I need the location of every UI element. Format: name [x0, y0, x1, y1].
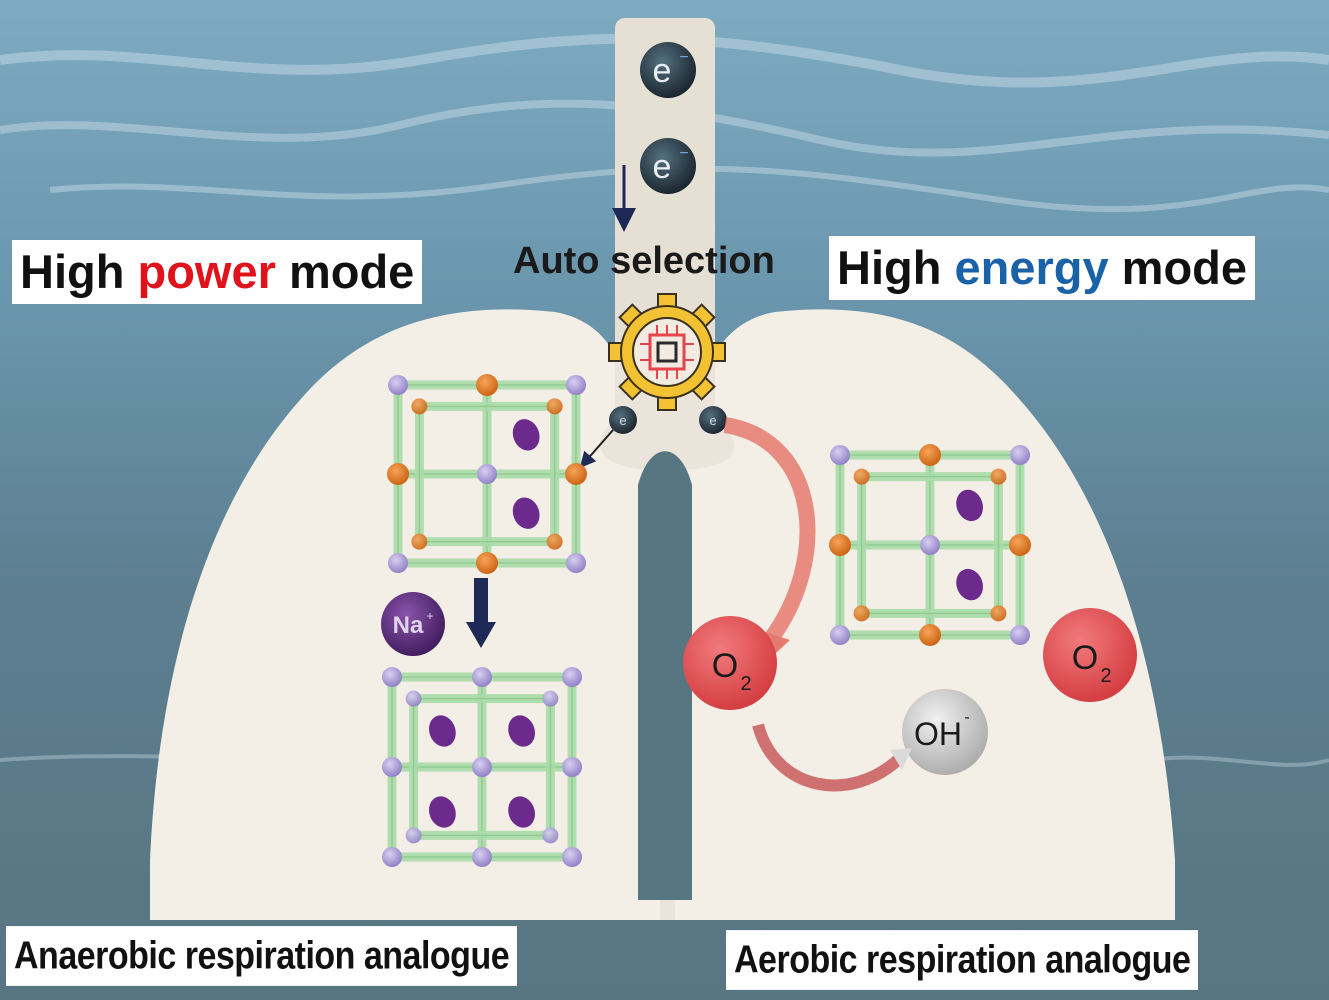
metal-node-orange: [829, 534, 851, 556]
gear-chip-icon: [608, 293, 726, 411]
lung-gap: [638, 451, 692, 900]
metal-node-purple: [1010, 625, 1030, 645]
metal-node-purple: [382, 847, 402, 867]
high-power-mode-label: High power mode: [12, 240, 423, 304]
guest-ion: [429, 715, 456, 747]
metal-node-purple: [1010, 445, 1030, 465]
guest-ion: [956, 489, 983, 522]
metal-node-inner: [405, 690, 422, 707]
metal-node-orange: [565, 463, 587, 485]
oxygen-molecule-left: O 2: [683, 616, 777, 710]
electron-to-framework-arrow: [579, 429, 614, 469]
metal-node-purple: [472, 757, 492, 777]
metal-node-inner: [405, 827, 422, 844]
metal-node-purple: [562, 667, 582, 687]
reduction-arrowhead: [890, 748, 912, 770]
metal-node-purple: [566, 553, 586, 573]
svg-text:Na: Na: [393, 612, 424, 639]
framework-sodiated-bottom: [382, 667, 582, 867]
metal-node-purple: [382, 667, 402, 687]
metal-node-purple: [472, 667, 492, 687]
metal-node-inner: [853, 605, 870, 622]
electron-right-small: e: [699, 406, 727, 434]
svg-text:2: 2: [1100, 665, 1111, 687]
metal-node-orange: [919, 444, 941, 466]
electron-to-oxygen-arrow: [723, 417, 816, 645]
auto-selection-label: Auto selection: [513, 240, 775, 282]
metal-node-purple: [382, 757, 402, 777]
metal-node-purple: [388, 375, 408, 395]
metal-node-purple: [562, 847, 582, 867]
metal-node-inner: [542, 827, 559, 844]
svg-text:e: e: [619, 413, 626, 428]
svg-text:e: e: [653, 148, 672, 186]
svg-text:−: −: [679, 145, 688, 162]
hydroxide-ion: OH -: [902, 689, 988, 775]
svg-text:+: +: [426, 609, 433, 623]
high-energy-mode-label: High energy mode: [829, 236, 1256, 300]
guest-ion: [956, 568, 983, 601]
metal-node-inner: [411, 398, 428, 415]
oxygen-molecule-right: O 2: [1043, 608, 1137, 702]
metal-node-purple: [920, 535, 940, 555]
metal-node-inner: [990, 605, 1007, 622]
metal-node-inner: [546, 398, 563, 415]
electron-left-small: e: [609, 406, 637, 434]
na-ion: Na +: [381, 592, 445, 656]
metal-node-orange: [1009, 534, 1031, 556]
metal-node-purple: [566, 375, 586, 395]
svg-text:−: −: [679, 49, 688, 66]
reduction-arrow: [752, 723, 905, 792]
metal-node-inner: [546, 533, 563, 550]
guest-ion: [429, 796, 456, 828]
metal-node-orange: [476, 374, 498, 396]
metal-node-purple: [472, 847, 492, 867]
aerobic-respiration-label: Aerobic respiration analogue: [726, 930, 1199, 990]
framework-right: [829, 444, 1031, 646]
electron-top: e −: [640, 42, 696, 98]
metal-node-purple: [477, 464, 497, 484]
guest-ion: [512, 419, 540, 451]
svg-text:O: O: [1072, 639, 1098, 677]
electron-middle: e −: [640, 138, 696, 194]
metal-node-purple: [388, 553, 408, 573]
metal-node-orange: [387, 463, 409, 485]
guest-ion: [508, 715, 535, 747]
svg-text:e: e: [653, 52, 672, 90]
guest-ion: [512, 497, 540, 529]
anaerobic-respiration-label: Anaerobic respiration analogue: [6, 926, 518, 986]
svg-text:OH: OH: [914, 716, 962, 752]
metal-node-orange: [476, 552, 498, 574]
metal-node-purple: [830, 625, 850, 645]
metal-node-inner: [411, 533, 428, 550]
svg-text:e: e: [709, 413, 716, 428]
metal-node-orange: [919, 624, 941, 646]
metal-node-purple: [562, 757, 582, 777]
metal-node-inner: [853, 468, 870, 485]
guest-ion: [508, 796, 535, 828]
metal-node-inner: [990, 468, 1007, 485]
svg-text:O: O: [712, 647, 738, 685]
framework-discharged-top: [387, 374, 587, 574]
svg-text:2: 2: [740, 673, 751, 695]
metal-node-inner: [542, 690, 559, 707]
sodiation-arrow: [466, 578, 496, 648]
svg-text:-: -: [964, 709, 969, 726]
metal-node-purple: [830, 445, 850, 465]
